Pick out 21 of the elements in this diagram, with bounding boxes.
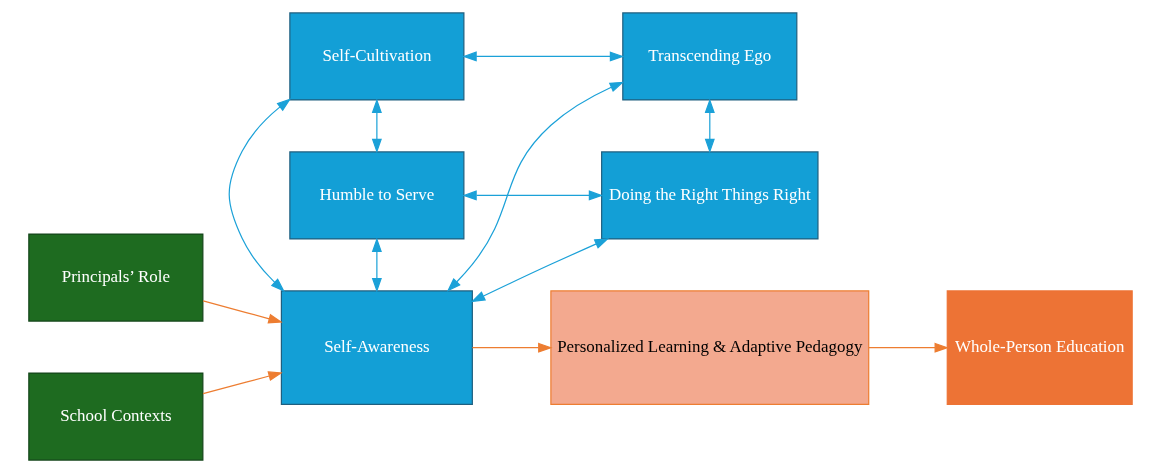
arrow	[228, 98, 292, 292]
node-box: Personalized Learning & Adaptive Pedagogy	[550, 290, 870, 406]
node-box: Self-Awareness	[280, 290, 473, 406]
arrow	[470, 238, 610, 303]
node-box: School Contexts	[28, 372, 204, 461]
arrow	[202, 300, 283, 324]
arrow	[704, 98, 715, 154]
arrow	[202, 371, 283, 395]
arrow	[462, 190, 604, 201]
node-box: Transcending Ego	[622, 12, 798, 101]
arrow	[868, 342, 950, 353]
node-box: Whole-Person Education	[946, 290, 1133, 406]
node-box: Doing the Right Things Right	[601, 151, 819, 240]
arrow	[371, 237, 382, 293]
arrow	[462, 51, 625, 62]
arrow	[471, 342, 553, 353]
arrow	[446, 81, 625, 292]
node-box: Principals’ Role	[28, 233, 204, 322]
node-box: Self-Cultivation	[289, 12, 465, 101]
arrow	[371, 98, 382, 154]
node-box: Humble to Serve	[289, 151, 465, 240]
